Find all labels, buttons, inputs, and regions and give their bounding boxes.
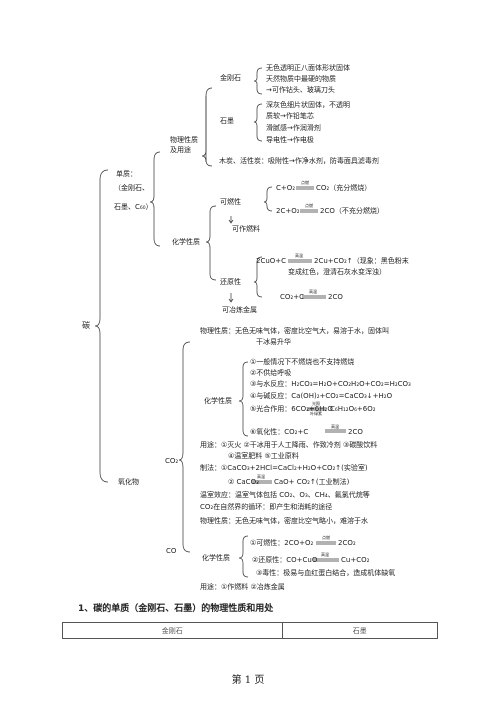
table-header-graphite: 石墨 <box>281 622 438 639</box>
co2-cycle: CO₂在自然界的循环：即产生和消耗的途径 <box>200 503 333 511</box>
root-label: 碳 <box>82 321 90 330</box>
greenhouse: 温室效应：温室气体包括 CO₂、O₃、CH₄、氟氯代烷等 <box>200 491 370 499</box>
co2-prep-2b: CaO+ CO₂↑(工业制法) <box>274 478 350 486</box>
co2-chem-item: ⑥氧化性：CO₂+C <box>250 428 309 436</box>
diamond-line: 无色透明正八面体形状固体 <box>266 64 350 72</box>
co-eq1-prod: 2CO₂ <box>338 539 356 547</box>
co2-chem-label: 化学性质 <box>204 397 232 405</box>
phys-brace <box>201 87 213 163</box>
combust-use: 可作燃料 <box>232 225 260 233</box>
reduce-eq2-prod: 2CO <box>328 293 343 301</box>
co-eq1-cond: 点燃 <box>322 535 330 540</box>
co2-chem-item: ④与碱反应：Ca(OH)₂+CO₂=CaCO₃↓+H₂O <box>250 392 393 400</box>
reduce-brace <box>253 256 263 298</box>
combust-eq1-cond: 点燃 <box>301 180 309 185</box>
photo-cond-bottom: 叶绿素 <box>310 411 322 416</box>
co-chem-brace <box>238 535 249 578</box>
co2-chem-item: ②不供给呼吸 <box>250 369 292 377</box>
combust-eq2-prod: 2CO（不充分燃烧） <box>320 207 384 215</box>
reduce-eq2-cond: 高温 <box>309 289 317 294</box>
carbon-line: 木炭、活性炭：吸附性→作净水剂，防毒面具滤毒剂 <box>219 157 379 165</box>
co2-phys-2: 干冰易升华 <box>256 338 291 346</box>
combust-name: 可燃性 <box>220 198 241 206</box>
phys-label-2: 及用途 <box>170 146 191 154</box>
table-row: 金刚石 石墨 <box>62 622 438 639</box>
section-title: 1、碳的单质（金刚石、石墨）的物理性质和用处 <box>78 604 274 614</box>
carbon-chem-label: 化学性质 <box>172 238 200 246</box>
co2-prep-2: ② CaCO₃ <box>228 478 259 486</box>
co2-prep: 制法：①CaCO₃+2HCl=CaCl₂+H₂O+CO₂↑(实验室) <box>200 464 368 472</box>
root-brace <box>94 169 109 483</box>
reduce-name: 还原性 <box>220 278 241 286</box>
ox-cond: 高温 <box>331 424 339 429</box>
diamond-line: →可作钻头、玻璃刀头 <box>266 86 335 94</box>
photo-prod: C₆H₁₂O₆+6O₂ <box>330 405 376 413</box>
diamond-line: 天然物质中最硬的物质 <box>266 75 336 83</box>
combust-eq2-cond: 点燃 <box>305 203 313 208</box>
combust-eq1: C+O₂ <box>276 184 296 192</box>
reduce-eq1-prod: 2Cu+CO₂↑（现象：黑色粉末 <box>314 257 409 265</box>
ox-prod: 2CO <box>348 428 363 436</box>
table-header-diamond: 金刚石 <box>62 622 283 639</box>
combust-eq1-prod: CO₂（充分燃烧） <box>316 184 372 192</box>
combust-brace <box>263 186 273 212</box>
graphite-name: 石墨 <box>220 117 234 125</box>
co-use: 用途：①作燃料 ②冶炼金属 <box>200 583 285 591</box>
combust-eq2: 2C+O₂ <box>276 207 300 215</box>
co2-use-2: ④温室肥料 ⑤工业原料 <box>228 452 299 460</box>
graphite-line: 质软→作铅笔芯 <box>266 112 314 120</box>
co2-use: 用途：①灭火 ②干冰用于人工降雨、作致冷剂 ③碳酸饮料 <box>200 441 378 449</box>
simple-brace <box>149 151 161 247</box>
co2-chem-item: ③与水反应：H₂CO₃=H₂O+CO₂H₂O+CO₂=H₂CO₃ <box>250 380 411 388</box>
phys-label: 物理性质 <box>170 136 198 144</box>
diamond-name: 金刚石 <box>220 74 241 82</box>
reduce-eq1: 2CuO+C <box>256 257 287 265</box>
diamond-brace <box>253 67 263 95</box>
co2-chem-item: ①一般情况下不燃烧也不支持燃烧 <box>250 358 355 366</box>
co2-phys: 物理性质：无色无味气体，密度比空气大，易溶于水，固体叫 <box>200 327 389 335</box>
graphite-line: 深灰色细片状固体，不透明 <box>266 101 350 109</box>
photo-cond-top: 光照 <box>312 401 320 406</box>
co-chem-label: 化学性质 <box>202 554 230 562</box>
property-table: 金刚石 石墨 <box>62 622 438 639</box>
co-eq2-cond: 高温 <box>321 552 329 557</box>
oxide-brace <box>178 341 191 553</box>
co2-name: CO₂ <box>165 457 179 465</box>
prep2-cond: 高温 <box>257 474 265 479</box>
reduce-eq2: CO₂+C <box>280 293 304 301</box>
reduce-eq1-cond: 高温 <box>295 253 303 258</box>
page-footer: 第 1 页 <box>231 675 265 686</box>
co-eq1: ①可燃性：2CO+O₂ <box>250 539 314 547</box>
graphite-line: 滑腻感→作润滑剂 <box>266 124 321 132</box>
reduce-use: 可冶炼金属 <box>222 306 257 314</box>
simple-label-3: 石墨、C₆₀） <box>114 203 153 211</box>
co-name: CO <box>166 547 177 555</box>
co-toxic: ③毒性：极易与血红蛋白结合，造成机体缺氧 <box>256 569 396 577</box>
simple-label-2: （金刚石、 <box>114 184 149 192</box>
co-phys: 物理性质：无色无味气体，密度比空气略小，难溶于水 <box>200 517 368 525</box>
co-eq2-prod: Cu+CO₂ <box>341 556 370 564</box>
graphite-brace <box>253 103 263 142</box>
graphite-line: 导电性→作电极 <box>266 136 314 144</box>
oxide-label: 氧化物 <box>118 478 139 486</box>
co2-chem-brace <box>238 361 249 437</box>
reduce-eq1-cont: 变成红色，澄清石灰水变浑浊） <box>288 268 386 276</box>
simple-label: 单质： <box>116 170 137 178</box>
carbon-chem-brace <box>205 205 217 281</box>
co-eq2: ②还原性：CO+CuO <box>252 556 318 564</box>
co2-chem-item: ⑤光合作用：6CO₂+6H₂O <box>250 405 333 413</box>
